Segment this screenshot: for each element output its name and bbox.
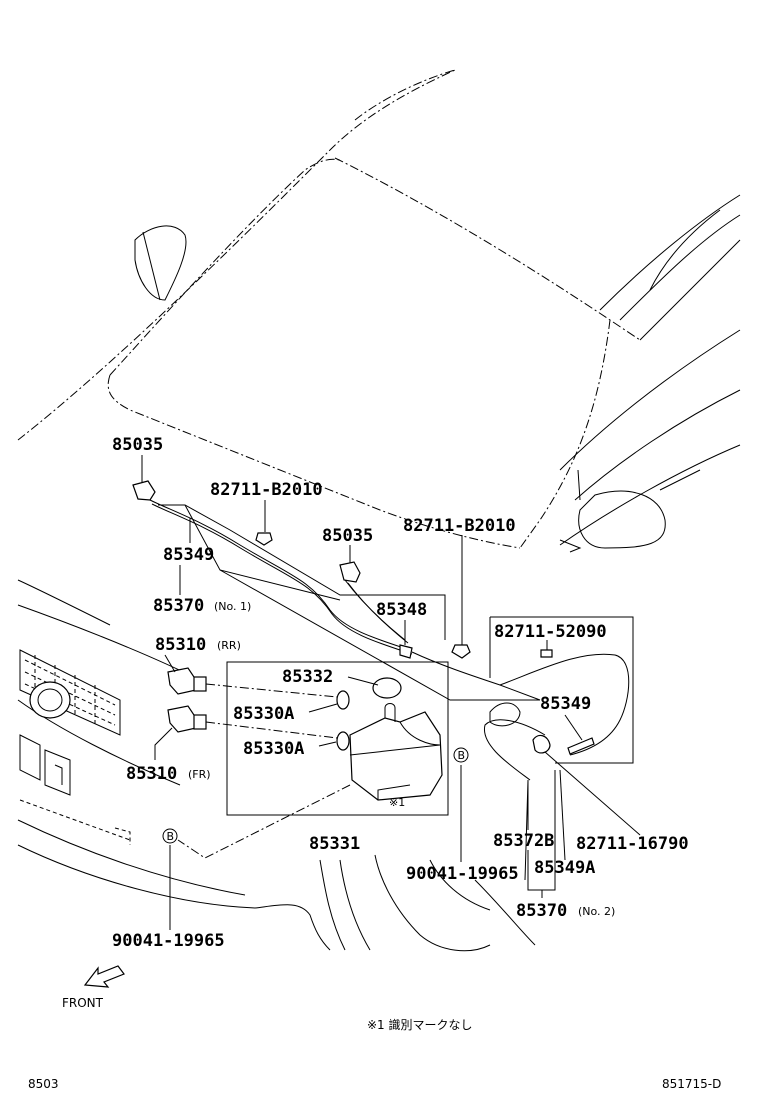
part-label-90041-19965: 90041-19965 (406, 864, 519, 884)
vehicle-outline (17, 69, 741, 952)
circle-marker-b: B (453, 747, 469, 763)
page-code: 8503 (28, 1077, 59, 1091)
part-labels: 85035 82711-B2010 85035 82711-B2010 8534… (112, 435, 689, 951)
part-label-90041-19965: 90041-19965 (112, 931, 225, 951)
part-label-85310-rr: 85310 (155, 635, 206, 655)
part-label-82711-52090: 82711-52090 (494, 622, 607, 642)
footnote: ※1 識別マークなし (367, 1018, 473, 1032)
front-arrow-icon (83, 965, 125, 988)
note-mark: ※1 (389, 796, 405, 809)
circle-b-label: B (167, 830, 175, 843)
part-label-82711-16790: 82711-16790 (576, 834, 689, 854)
part-label-85330a: 85330A (233, 704, 294, 724)
part-label-85035: 85035 (112, 435, 163, 455)
parts (132, 480, 595, 801)
part-label-82711-b2010: 82711-B2010 (403, 516, 516, 536)
part-label-85349a: 85349A (534, 858, 595, 878)
front-label: FRONT (62, 996, 104, 1010)
circle-marker-b: B (162, 828, 178, 844)
part-label-85370-no1: 85370 (153, 596, 204, 616)
part-label-85370-no2-suffix: (No. 2) (578, 905, 615, 918)
part-label-85330a: 85330A (243, 739, 304, 759)
part-label-85372b: 85372B (493, 831, 554, 851)
circle-b-label: B (458, 749, 466, 762)
part-label-85310-fr-suffix: (FR) (188, 768, 211, 781)
part-label-85310-fr: 85310 (126, 764, 177, 784)
part-label-85310-rr-suffix: (RR) (217, 639, 241, 652)
part-label-82711-b2010: 82711-B2010 (210, 480, 323, 500)
leader-lines (141, 455, 641, 930)
figure-code: 851715-D (662, 1077, 721, 1091)
part-label-85370-no2: 85370 (516, 901, 567, 921)
part-label-85349: 85349 (540, 694, 591, 714)
part-label-85348: 85348 (376, 600, 427, 620)
part-label-85331: 85331 (309, 834, 360, 854)
front-indicator: FRONT (62, 965, 125, 1010)
part-label-85370-no1-suffix: (No. 1) (214, 600, 251, 613)
part-label-85035: 85035 (322, 526, 373, 546)
part-label-85332: 85332 (282, 667, 333, 687)
part-label-85349: 85349 (163, 545, 214, 565)
